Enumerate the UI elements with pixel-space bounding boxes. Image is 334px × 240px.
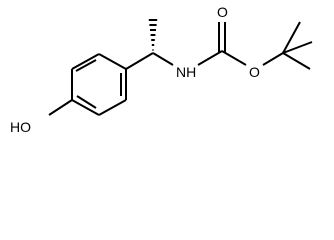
- chiral-carbon-to-nitrogen-bond: [152, 52, 174, 66]
- carbonyl-oxygen-label: O: [217, 4, 228, 20]
- amine-label: NH: [176, 64, 196, 80]
- tert-butyl-methyl-up-bond: [282, 21, 301, 54]
- benzene-ring: [71, 53, 127, 116]
- ring-bond-2: [71, 53, 100, 70]
- hydroxyl-label: HO: [10, 119, 31, 135]
- tert-butyl-methyl-right-bond: [282, 41, 313, 54]
- tert-butyl-methyl-down-bond: [282, 52, 311, 70]
- nitrogen-to-carbonyl-carbon-bond: [197, 50, 223, 66]
- hydroxyl-bond: [48, 99, 73, 116]
- ring-bond-4: [71, 99, 100, 116]
- ring-to-chiral-carbon-bond: [125, 52, 154, 70]
- chemical-structure-diagram: HO NH O O: [10, 4, 313, 135]
- ring-double-bond-2: [76, 95, 97, 109]
- ester-oxygen-label: O: [249, 64, 260, 80]
- ester-oxygen-to-quaternary-carbon-bond: [262, 52, 284, 66]
- ring-bond-5: [98, 99, 127, 116]
- carbonyl-to-ester-oxygen-bond: [221, 50, 247, 66]
- stereo-hashed-wedge: [148, 19, 158, 51]
- ring-double-bond-1: [75, 59, 97, 72]
- ring-bond-1: [98, 53, 127, 70]
